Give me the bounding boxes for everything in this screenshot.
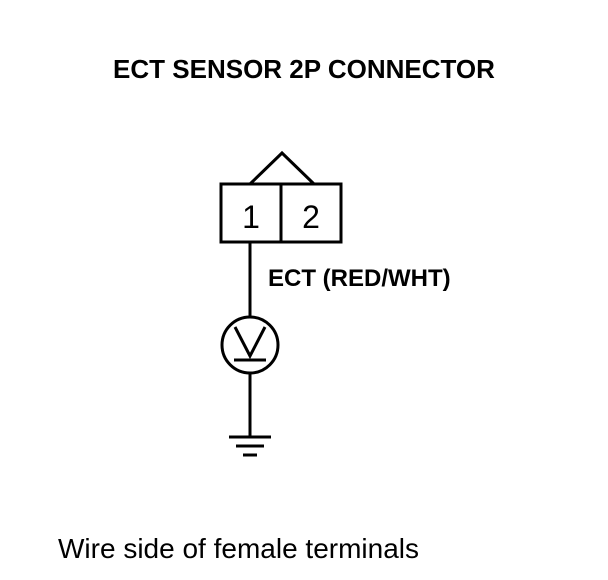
diagram-title: ECT SENSOR 2P CONNECTOR <box>113 54 495 84</box>
voltmeter-icon <box>220 315 280 375</box>
wire-label: ECT (RED/WHT) <box>268 265 451 292</box>
ground-icon <box>229 435 271 457</box>
connector-latch <box>248 150 316 186</box>
view-caption: Wire side of female terminals <box>58 533 420 564</box>
pin-1-label: 1 <box>242 199 260 235</box>
pin-2-label: 2 <box>302 199 320 235</box>
